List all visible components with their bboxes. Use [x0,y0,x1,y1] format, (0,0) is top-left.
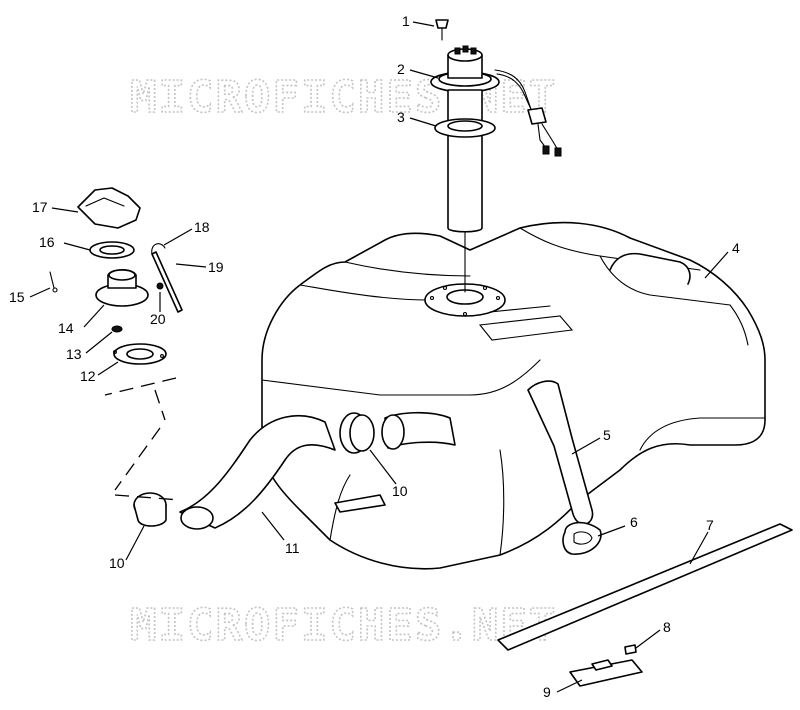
callout-10-lower: 10 [109,555,125,571]
callout-14: 14 [58,320,74,336]
callout-8: 8 [663,619,671,635]
callout-6: 6 [630,514,638,530]
callout-20: 20 [150,311,166,327]
callout-11: 11 [285,540,300,556]
callout-3: 3 [397,109,405,125]
callout-16: 16 [39,234,55,250]
watermark-bottom: MICROFICHES.NET [130,600,557,651]
filler-hose [179,411,456,530]
callout-15: 15 [9,289,25,305]
callout-17: 17 [32,199,48,215]
callout-5: 5 [603,427,611,443]
skid-strip [497,523,793,687]
callouts: 1 2 3 4 5 6 7 8 9 10 10 11 12 13 14 15 1… [9,13,740,700]
fuel-tank [261,221,766,570]
callout-7: 7 [706,517,714,533]
callout-12: 12 [80,368,96,384]
tank-strap [527,380,602,555]
callout-18: 18 [194,219,210,235]
leader-lines [29,21,729,693]
callout-4: 4 [732,240,740,256]
filler-neck-assembly [49,187,183,365]
callout-10-upper: 10 [392,483,408,499]
hose-clamps [133,412,375,527]
callout-1: 1 [402,13,410,29]
callout-19: 19 [208,259,224,275]
callout-9: 9 [543,684,551,700]
callout-13: 13 [66,346,82,362]
fuel-gauge-sender [430,19,562,293]
assembly-lines [104,377,181,501]
callout-2: 2 [397,61,405,77]
